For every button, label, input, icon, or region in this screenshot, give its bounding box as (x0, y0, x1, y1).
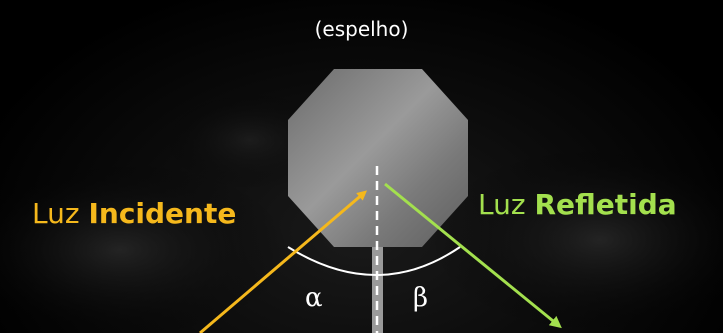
mirror-plate (288, 69, 468, 247)
incidence-angle-symbol: α (305, 283, 323, 313)
reflected-label-word2: Refletida (534, 188, 677, 221)
reflection-angle-symbol: β (413, 283, 429, 313)
incident-label-word1: Luz (32, 197, 80, 230)
mirror-caption: (espelho) (314, 17, 409, 41)
reflected-light-label: Luz Refletida (478, 188, 677, 221)
sign-post (372, 238, 383, 333)
incident-ray (199, 190, 368, 333)
reflected-label-word1: Luz (478, 188, 526, 221)
reflected-ray (384, 182, 562, 329)
background-foliage (0, 90, 723, 333)
incident-light-label: Luz Incidente (32, 197, 236, 230)
incident-label-word2: Incidente (88, 197, 237, 230)
